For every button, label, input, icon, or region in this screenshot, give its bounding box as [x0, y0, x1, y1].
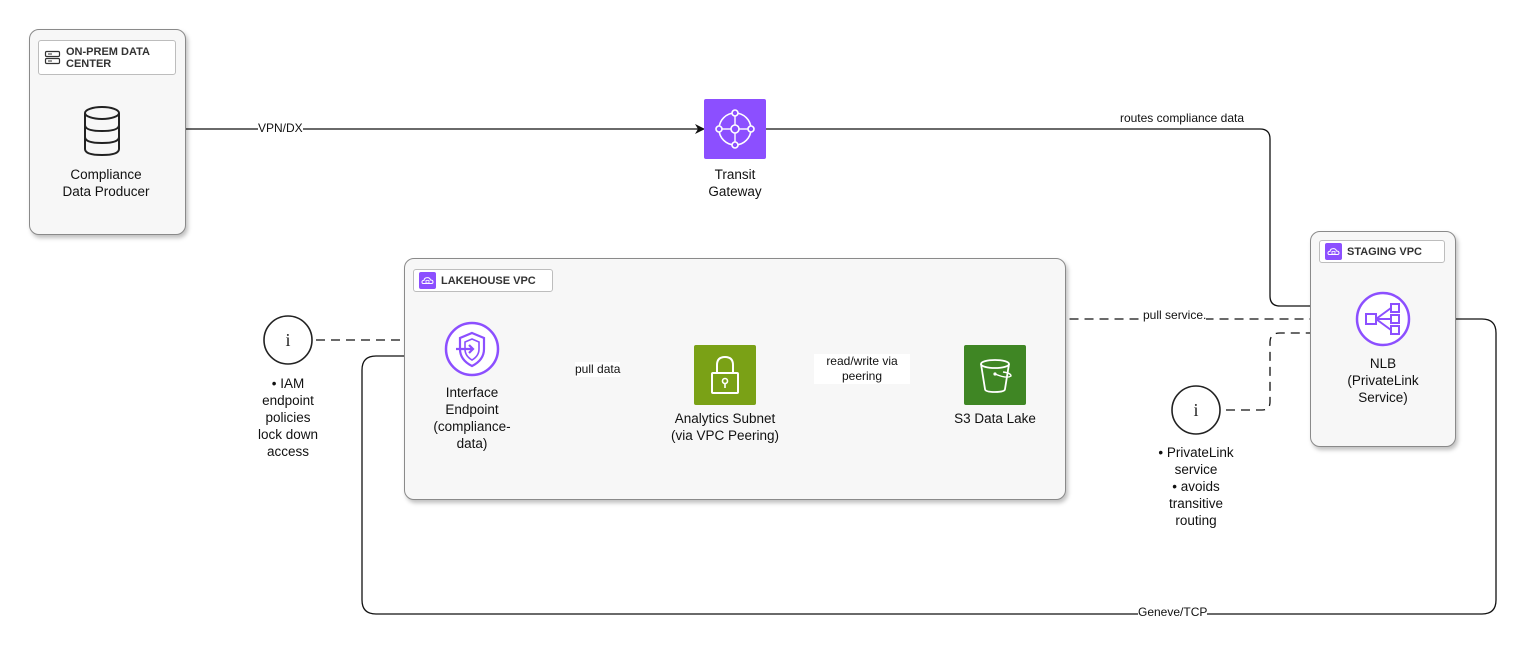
producer-label: Compliance Data Producer	[62, 167, 150, 199]
iam-info-glyph: i	[285, 330, 290, 350]
info-icon[interactable]: i	[1170, 384, 1222, 436]
privatelink-note: • PrivateLink service • avoids transitiv…	[1136, 444, 1256, 529]
vpc-cloud-icon	[419, 272, 436, 289]
edge-label-vpn: VPN/DX	[258, 121, 303, 136]
s3-label: S3 Data Lake	[954, 411, 1036, 426]
iam-note-line: endpoint	[262, 393, 314, 408]
database-icon[interactable]	[78, 104, 126, 158]
transit-gateway-icon[interactable]	[704, 99, 766, 159]
edge-label-geneve: Geneve/TCP	[1138, 605, 1208, 620]
edge-label-readwrite: read/write via peering	[814, 354, 910, 384]
endpoint-shield-icon[interactable]	[443, 320, 501, 378]
info-icon[interactable]: i	[262, 314, 314, 366]
edge-label-routes: routes compliance data	[1116, 111, 1248, 126]
load-balancer-icon[interactable]	[1354, 290, 1412, 348]
edge-routes	[766, 128, 1354, 311]
edge-privatelink-note	[1226, 332, 1354, 411]
iam-note: • IAM endpoint policies lock down access	[240, 375, 336, 460]
iam-note-line: • IAM	[271, 376, 305, 391]
group-onprem: ON-PREM DATA CENTER	[29, 29, 186, 235]
group-onprem-tag: ON-PREM DATA CENTER	[38, 40, 176, 75]
server-rack-icon	[44, 49, 61, 66]
edge-label-pull-data: pull data	[575, 362, 621, 377]
privatelink-note-line: routing	[1175, 513, 1217, 528]
lock-icon[interactable]	[694, 345, 756, 405]
group-staging-tag: STAGING VPC	[1319, 240, 1445, 263]
privatelink-info-glyph: i	[1193, 400, 1198, 420]
iam-note-line: policies	[265, 410, 311, 425]
iam-note-line: access	[266, 444, 310, 459]
group-onprem-title: ON-PREM DATA CENTER	[66, 45, 150, 70]
edge-label-pull-service: pull service.	[1143, 308, 1207, 323]
subnet-label: Analytics Subnet (via VPC Peering)	[670, 411, 780, 443]
endpoint-label: Interface Endpoint (compliance-data)	[433, 385, 511, 451]
edge-geneve	[361, 318, 1497, 615]
vpc-cloud-icon	[1325, 243, 1342, 260]
iam-note-line: lock down	[257, 427, 319, 442]
nlb-label: NLB (PrivateLink Service)	[1347, 356, 1419, 405]
privatelink-note-line: transitive	[1168, 496, 1224, 511]
privatelink-note-line: • PrivateLink	[1158, 445, 1234, 460]
bucket-icon[interactable]	[964, 345, 1026, 405]
group-lakehouse-title: LAKEHOUSE VPC	[441, 274, 536, 287]
privatelink-note-line: service	[1174, 462, 1218, 477]
group-staging-title: STAGING VPC	[1347, 245, 1422, 258]
group-lakehouse-tag: LAKEHOUSE VPC	[413, 269, 553, 292]
privatelink-note-line: • avoids	[1172, 479, 1220, 494]
tgw-label: Transit Gateway	[708, 167, 762, 199]
